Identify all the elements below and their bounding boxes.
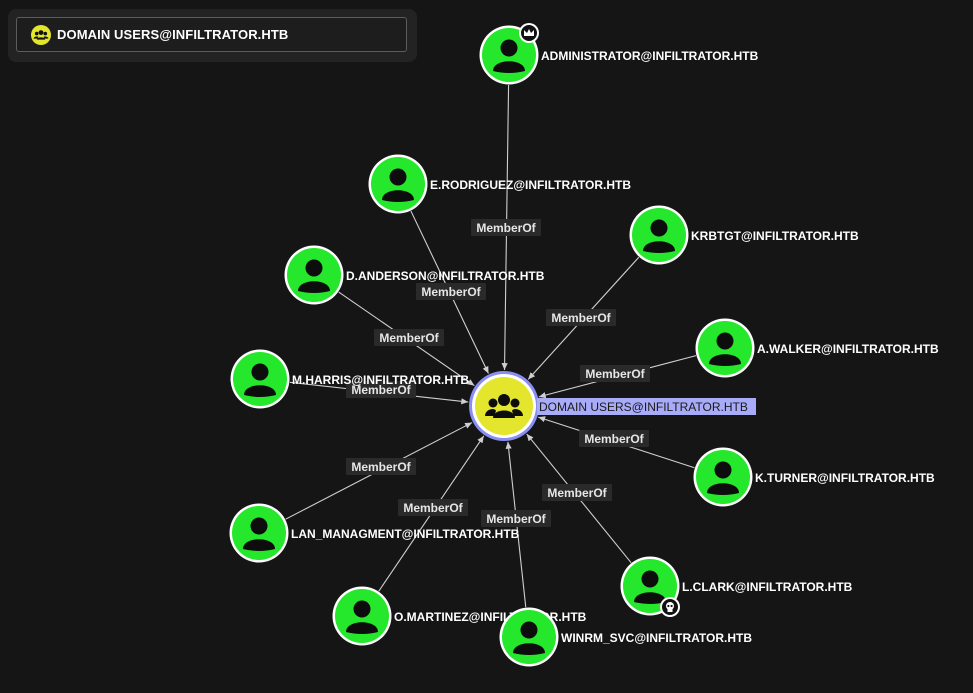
user-icon: [634, 570, 666, 604]
group-icon: [485, 394, 523, 418]
node-label: O.MARTINEZ@INFILTRATOR.HTB: [394, 610, 587, 624]
edge-labels-layer: MemberOfMemberOfMemberOfMemberOfMemberOf…: [346, 219, 650, 527]
group-icon: [31, 24, 51, 45]
user-icon: [298, 259, 330, 293]
node-label: WINRM_SVC@INFILTRATOR.HTB: [561, 631, 752, 645]
edge-label-a_walker[interactable]: MemberOf: [580, 365, 650, 382]
user-icon: [643, 219, 675, 253]
edge-label-text: MemberOf: [547, 486, 607, 500]
user-icon: [709, 332, 741, 366]
node-label: KRBTGT@INFILTRATOR.HTB: [691, 229, 859, 243]
user-icon: [243, 517, 275, 551]
edge-label-e_rodriguez[interactable]: MemberOf: [416, 283, 486, 300]
edge-label-text: MemberOf: [351, 383, 411, 397]
user-icon: [493, 39, 525, 73]
node-label: LAN_MANAGMENT@INFILTRATOR.HTB: [291, 527, 520, 541]
node-k_turner[interactable]: K.TURNER@INFILTRATOR.HTB: [693, 447, 936, 507]
node-e_rodriguez[interactable]: E.RODRIGUEZ@INFILTRATOR.HTB: [368, 154, 632, 214]
edge-label-d_anderson[interactable]: MemberOf: [374, 329, 444, 346]
edge-label-text: MemberOf: [403, 501, 463, 515]
node-l_clark[interactable]: L.CLARK@INFILTRATOR.HTB: [620, 556, 853, 618]
node-label: ADMINISTRATOR@INFILTRATOR.HTB: [541, 49, 759, 63]
node-administrator[interactable]: ADMINISTRATOR@INFILTRATOR.HTB: [479, 23, 759, 85]
edge-label-text: MemberOf: [351, 460, 411, 474]
node-lan_managment[interactable]: LAN_MANAGMENT@INFILTRATOR.HTB: [229, 503, 520, 563]
node-label: K.TURNER@INFILTRATOR.HTB: [755, 471, 935, 485]
edge-label-lan_managment[interactable]: MemberOf: [346, 458, 416, 475]
user-icon: [707, 461, 739, 495]
edge-label-text: MemberOf: [379, 331, 439, 345]
edge-label-text: MemberOf: [584, 432, 644, 446]
search-input[interactable]: DOMAIN USERS@INFILTRATOR.HTB: [16, 17, 407, 52]
edge-label-m_harris[interactable]: MemberOf: [346, 381, 416, 398]
search-value: DOMAIN USERS@INFILTRATOR.HTB: [57, 27, 289, 42]
edge-label-text: MemberOf: [421, 285, 481, 299]
node-winrm_svc[interactable]: WINRM_SVC@INFILTRATOR.HTB: [499, 607, 753, 667]
skull-icon: [660, 597, 680, 617]
node-label: L.CLARK@INFILTRATOR.HTB: [682, 580, 853, 594]
node-m_harris[interactable]: M.HARRIS@INFILTRATOR.HTB: [230, 349, 470, 409]
node-label: M.HARRIS@INFILTRATOR.HTB: [292, 373, 469, 387]
node-d_anderson[interactable]: D.ANDERSON@INFILTRATOR.HTB: [284, 245, 545, 305]
user-icon: [513, 621, 545, 655]
edge-label-o_martinez[interactable]: MemberOf: [398, 499, 468, 516]
edge-label-text: MemberOf: [551, 311, 611, 325]
edge-label-k_turner[interactable]: MemberOf: [579, 430, 649, 447]
node-label: D.ANDERSON@INFILTRATOR.HTB: [346, 269, 545, 283]
edge-label-administrator[interactable]: MemberOf: [471, 219, 541, 236]
nodes-layer: ADMINISTRATOR@INFILTRATOR.HTB E.RODRIGUEZ…: [229, 23, 940, 667]
selected-label-bg: [537, 398, 756, 415]
edge-label-winrm_svc[interactable]: MemberOf: [481, 510, 551, 527]
user-icon: [382, 168, 414, 202]
edge-label-text: MemberOf: [486, 512, 546, 526]
edge-label-l_clark[interactable]: MemberOf: [542, 484, 612, 501]
node-domain_users[interactable]: DOMAIN USERS@INFILTRATOR.HTB: [469, 371, 756, 441]
user-icon: [346, 600, 378, 634]
node-label: DOMAIN USERS@INFILTRATOR.HTB: [539, 400, 748, 414]
crown-icon: [519, 23, 539, 43]
edge-label-text: MemberOf: [476, 221, 536, 235]
node-a_walker[interactable]: A.WALKER@INFILTRATOR.HTB: [695, 318, 940, 378]
node-label: E.RODRIGUEZ@INFILTRATOR.HTB: [430, 178, 631, 192]
search-panel: DOMAIN USERS@INFILTRATOR.HTB: [8, 9, 417, 62]
edge-label-text: MemberOf: [585, 367, 645, 381]
user-icon: [244, 363, 276, 397]
node-krbtgt[interactable]: KRBTGT@INFILTRATOR.HTB: [629, 205, 860, 265]
edge-label-krbtgt[interactable]: MemberOf: [546, 309, 616, 326]
node-label: A.WALKER@INFILTRATOR.HTB: [757, 342, 939, 356]
